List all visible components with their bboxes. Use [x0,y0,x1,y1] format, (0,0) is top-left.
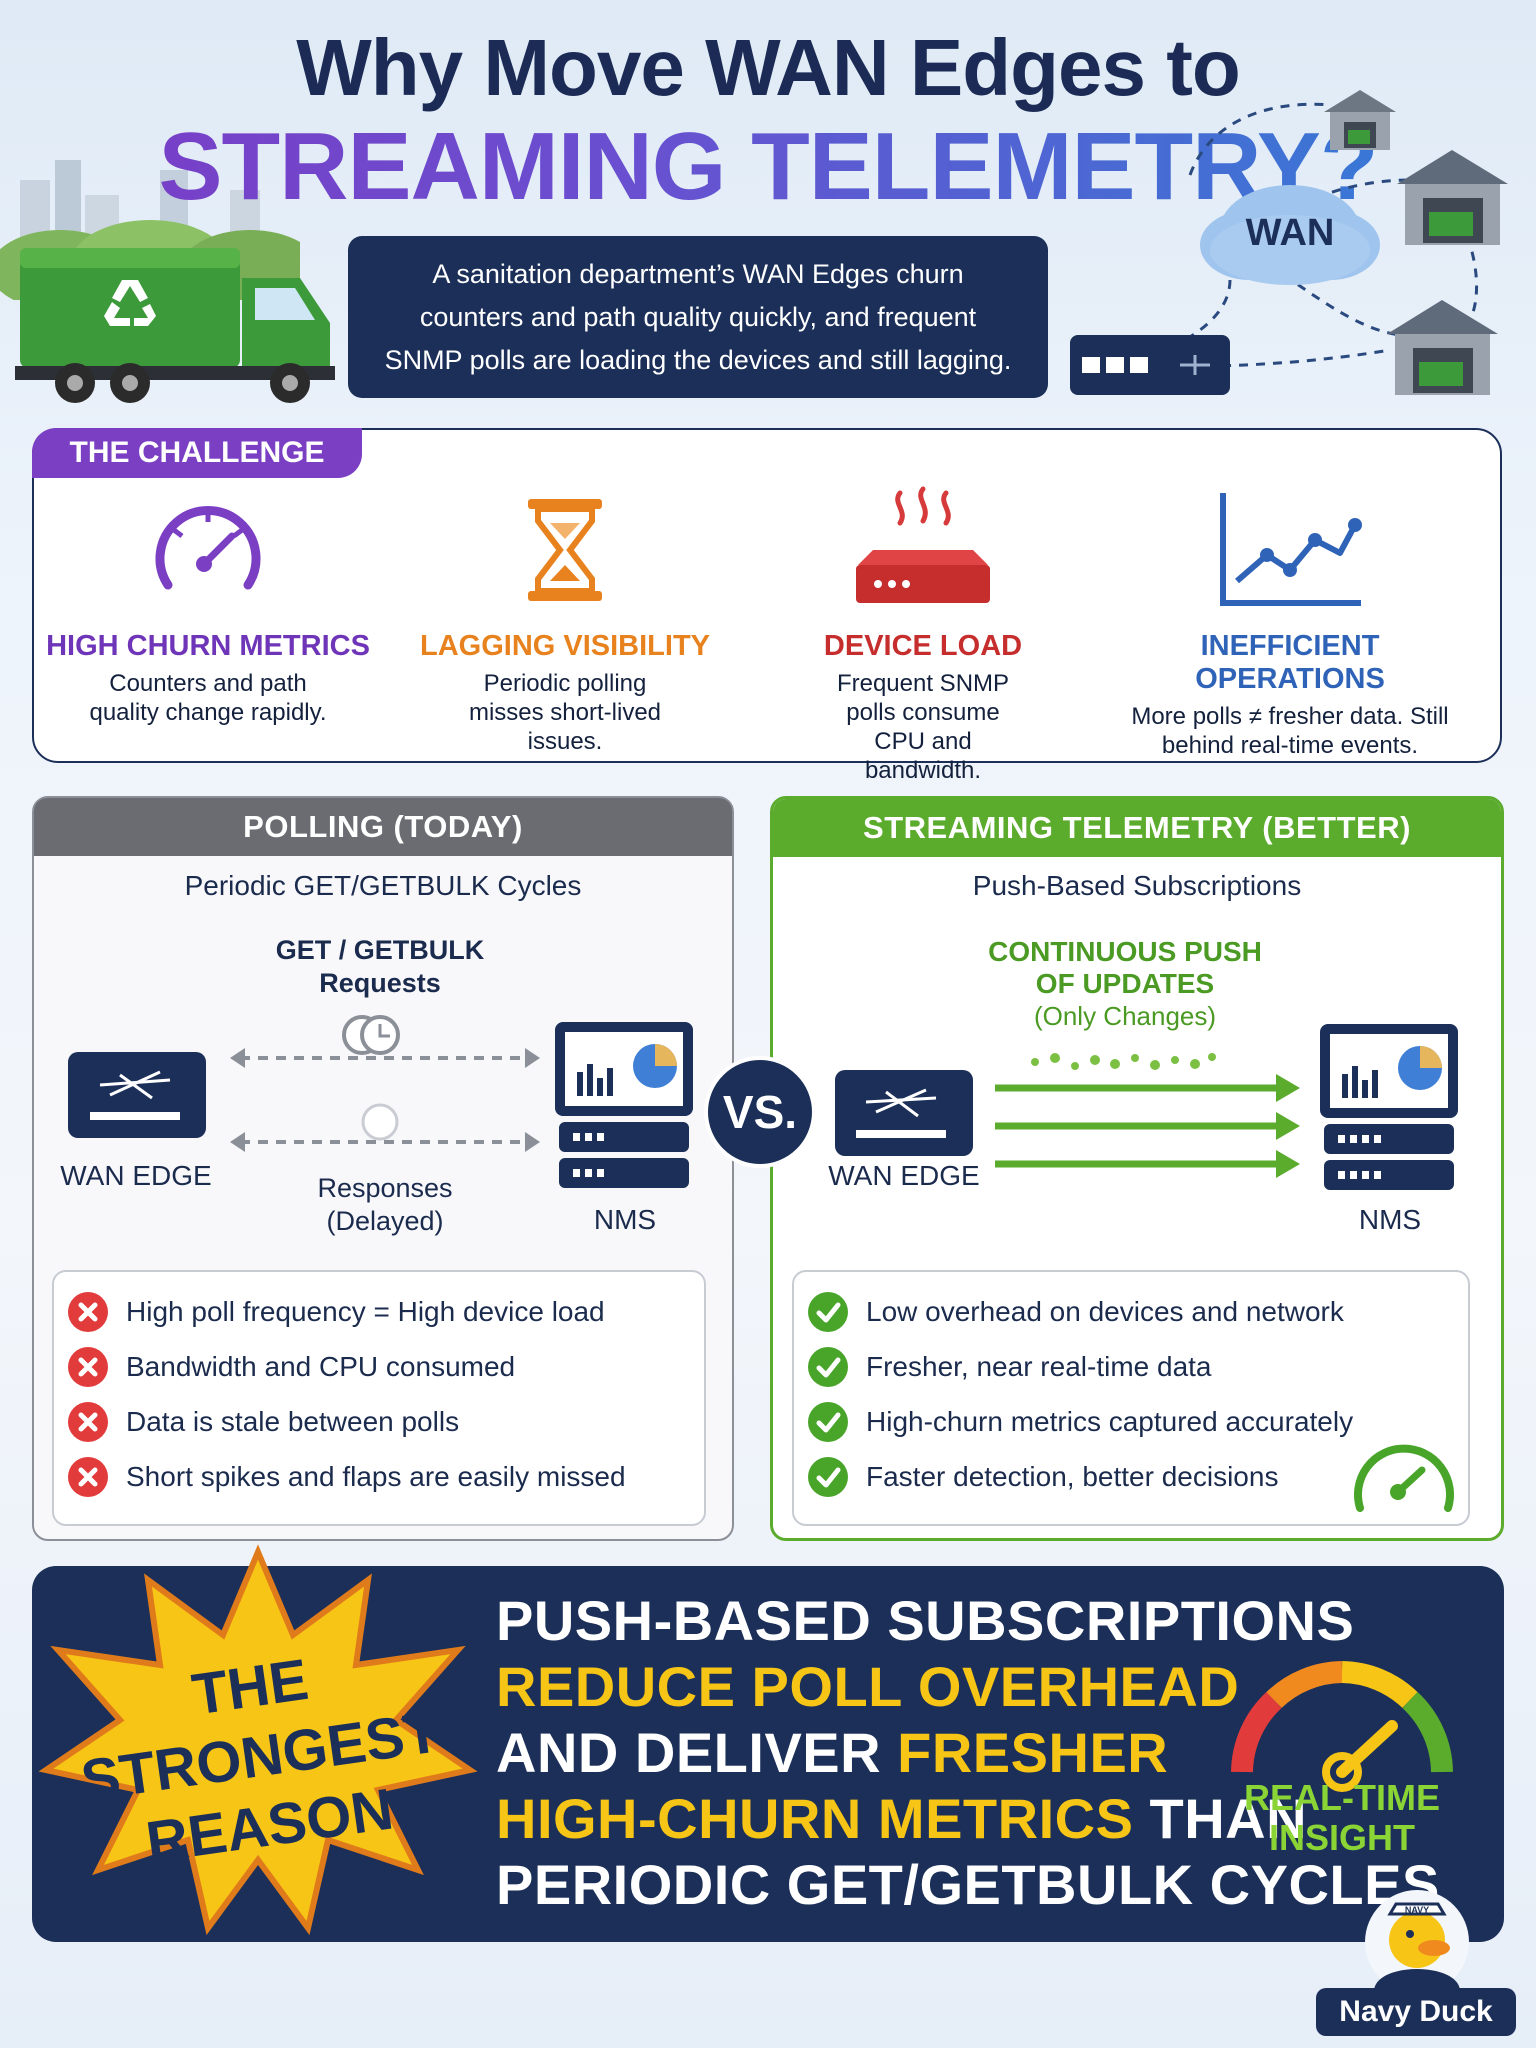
insight-line-2: INSIGHT [1268,1817,1415,1858]
streaming-edge-label: WAN EDGE [828,1160,980,1191]
check-icon [808,1346,848,1387]
list-item: Short spikes and flaps are easily missed [68,1449,704,1504]
streaming-header: STREAMING TELEMETRY (BETTER) [773,799,1501,857]
push-caption: CONTINUOUS PUSH OF UPDATES (Only Changes… [960,936,1290,1032]
banner-line-3a: AND DELIVER [496,1721,898,1784]
challenge-section [32,428,1502,763]
x-icon [68,1291,108,1332]
challenge-title-3: DEVICE LOAD [823,630,1023,662]
polling-header: POLLING (TODAY) [34,798,732,856]
banner-line-5: PERIODIC GET/GETBULK CYCLES [496,1853,1440,1916]
banner-message: PUSH-BASED SUBSCRIPTIONS REDUCE POLL OVE… [496,1588,1440,1918]
x-icon [68,1401,108,1442]
challenge-item-high-churn: HIGH CHURN METRICS Counters and path qua… [33,480,383,727]
challenge-desc-1: Counters and path quality change rapidly… [89,670,327,726]
push-line-2: OF UPDATES [1035,968,1215,999]
streaming-nms-label: NMS [1358,1204,1422,1235]
push-line-1: CONTINUOUS PUSH [988,936,1262,967]
banner-line-4b: THAN [1133,1787,1308,1850]
challenge-desc-4: More polls ≠ fresher data. Still behind … [1131,703,1449,759]
challenge-item-device-load: DEVICE LOAD Frequent SNMP polls consume … [748,480,1098,785]
speedometer-icon [33,480,383,620]
pro-text: Low overhead on devices and network [866,1295,1344,1327]
starburst-badge [38,1540,478,1940]
vs-badge: VS. [704,1056,816,1168]
challenge-title-4: INEFFICIENT OPERATIONS [1195,630,1385,695]
challenge-tab-label: THE CHALLENGE [32,428,362,478]
list-item: High-churn metrics captured accurately [808,1394,1468,1449]
wan-edge-device-left [68,1052,206,1138]
line-chart-icon [1110,480,1470,620]
streaming-flow-diagram [800,1020,1480,1220]
polling-flow-diagram [40,1000,720,1200]
nms-server-left [555,1022,693,1188]
streaming-subtitle: Push-Based Subscriptions [972,870,1302,901]
hot-router-icon [748,480,1098,620]
garbage-truck-illustration [10,238,340,408]
challenge-title-2: LAGGING VISIBILITY [419,630,710,662]
nms-server-right [1320,1024,1458,1190]
con-text: Short spikes and flaps are easily missed [126,1460,626,1492]
intro-text: A sanitation department’s WAN Edges chur… [348,236,1048,398]
realtime-insight-label: REAL-TIME INSIGHT [1222,1778,1462,1858]
banner-line-3b: FRESHER [897,1721,1169,1784]
pro-text: Faster detection, better decisions [866,1460,1279,1492]
wan-edge-device-right [835,1070,973,1156]
con-text: Bandwidth and CPU consumed [126,1350,516,1382]
challenge-item-lagging: LAGGING VISIBILITY Periodic polling miss… [390,480,740,756]
banner-line-4a: HIGH-CHURN METRICS [496,1787,1134,1850]
challenge-title-1: HIGH CHURN METRICS [46,630,370,662]
x-icon [68,1346,108,1387]
list-item: Bandwidth and CPU consumed [68,1339,704,1394]
navy-duck-label: Navy Duck [1316,1988,1516,2036]
hourglass-icon [390,480,740,620]
list-item: Low overhead on devices and network [808,1284,1468,1339]
list-item: High poll frequency = High device load [68,1284,704,1339]
check-icon [808,1456,848,1497]
pro-text: Fresher, near real-time data [866,1350,1212,1382]
push-line-3: (Only Changes) [1033,1001,1217,1031]
title-line-2: STREAMING TELEMETRY? [0,112,1536,222]
wan-cloud [1200,185,1380,285]
polling-cons-list: High poll frequency = High device load B… [52,1270,706,1526]
hat-text: NAVY [1405,1905,1429,1915]
list-item: Faster detection, better decisions [808,1449,1468,1504]
banner-line-1: PUSH-BASED SUBSCRIPTIONS [496,1589,1355,1652]
pro-text: High-churn metrics captured accurately [866,1405,1354,1437]
con-text: High poll frequency = High device load [126,1295,605,1327]
wan-cloud-label: WAN [1246,212,1335,254]
challenge-desc-3: Frequent SNMP polls consume CPU and band… [836,670,1010,784]
polling-edge-label: WAN EDGE [60,1160,212,1191]
list-item: Fresher, near real-time data [808,1339,1468,1394]
check-icon [808,1291,848,1332]
navy-duck-mascot: NAVY [1352,1882,1482,1994]
insight-line-1: REAL-TIME [1244,1777,1440,1818]
request-label: GET / GETBULK Requests [275,935,485,998]
challenge-item-inefficient: INEFFICIENT OPERATIONS More polls ≠ fres… [1110,480,1470,760]
polling-subtitle: Periodic GET/GETBULK Cycles [184,870,582,901]
check-icon [808,1401,848,1442]
response-label: Responses (Delayed) [317,1173,453,1236]
wan-topology-illustration: WAN [1060,80,1520,420]
banner-line-2: REDUCE POLL OVERHEAD [496,1655,1240,1718]
title-line-1: Why Move WAN Edges to [296,23,1241,112]
con-text: Data is stale between polls [126,1405,460,1437]
realtime-gauge-icon [1214,1622,1470,1792]
green-gauge-icon [1346,1428,1462,1518]
challenge-desc-2: Periodic polling misses short-lived issu… [468,670,662,755]
x-icon [68,1456,108,1497]
streaming-pros-list: Low overhead on devices and network Fres… [792,1270,1470,1526]
list-item: Data is stale between polls [68,1394,704,1449]
polling-nms-label: NMS [593,1204,657,1235]
